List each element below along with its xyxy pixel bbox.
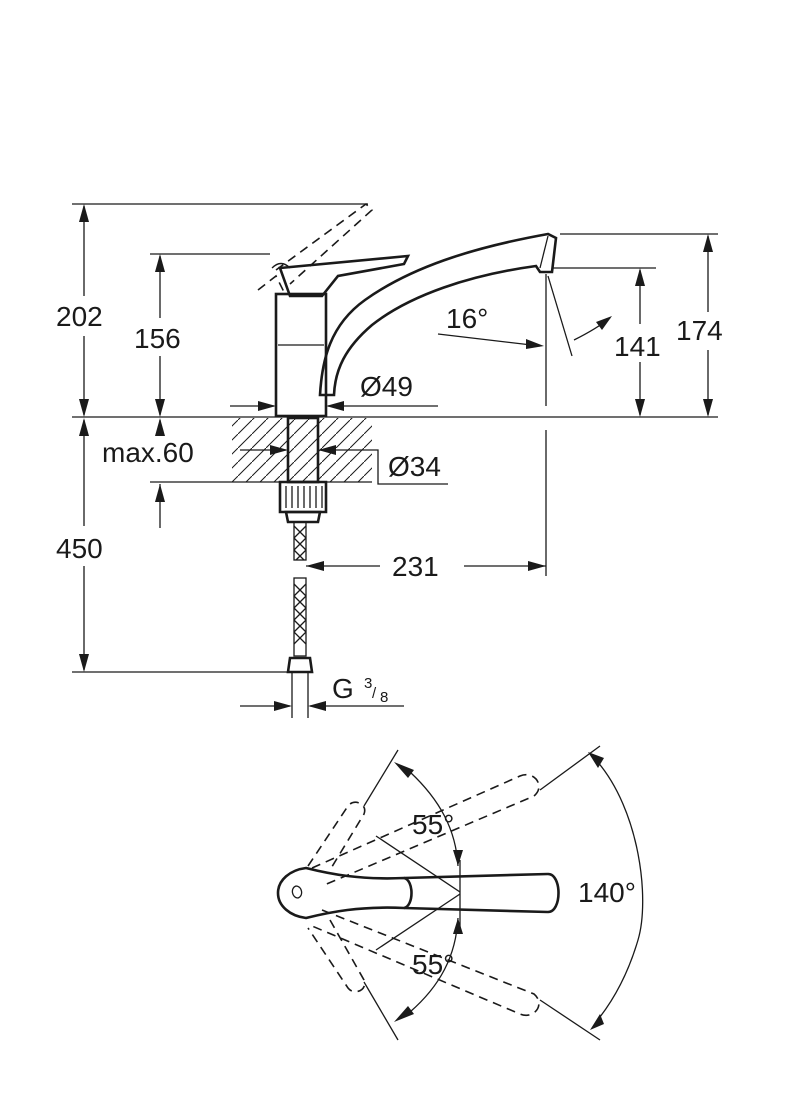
label-base-diameter: Ø49 bbox=[360, 371, 413, 402]
dim-connection bbox=[240, 701, 404, 711]
faucet-body bbox=[274, 292, 328, 524]
angle-dimensions bbox=[363, 745, 644, 1041]
dim-hose-length bbox=[72, 418, 292, 673]
label-lever-angle-upper: 55° bbox=[412, 809, 454, 840]
dim-spout-height bbox=[560, 233, 718, 417]
label-outlet-height: 141 bbox=[614, 331, 661, 362]
supply-hoses bbox=[286, 521, 314, 718]
label-spout-height: 174 bbox=[676, 315, 723, 346]
lever-handle bbox=[271, 254, 411, 298]
lever-open-position bbox=[257, 202, 374, 293]
dim-spout-reach bbox=[306, 430, 547, 576]
dim-shank-diameter bbox=[240, 445, 448, 485]
top-view: 55° 55° 140° bbox=[276, 745, 644, 1041]
dim-deck-thickness bbox=[155, 418, 165, 528]
dim-total-height bbox=[72, 203, 368, 417]
label-connection-num: 3 bbox=[364, 675, 372, 692]
label-spout-angle: 16° bbox=[446, 303, 488, 334]
label-connection-slash: / bbox=[372, 685, 377, 702]
label-lever-angle-lower: 55° bbox=[412, 949, 454, 980]
label-deck-thickness: max.60 bbox=[102, 437, 194, 468]
label-connection-den: 8 bbox=[380, 689, 388, 706]
lever-swing-lower bbox=[307, 909, 540, 1017]
lever-top bbox=[276, 866, 560, 920]
label-hose-length: 450 bbox=[56, 533, 103, 564]
label-shank-diameter: Ø34 bbox=[388, 451, 441, 482]
label-spout-reach: 231 bbox=[392, 551, 439, 582]
dim-base-diameter bbox=[230, 401, 438, 411]
label-total-height: 202 bbox=[56, 301, 103, 332]
label-connection-prefix: G bbox=[332, 673, 354, 704]
label-swivel-angle: 140° bbox=[578, 877, 636, 908]
label-lever-height: 156 bbox=[134, 323, 181, 354]
side-view: 202 156 174 141 16° Ø49 max.60 Ø34 450 2… bbox=[56, 202, 723, 718]
lever-swing-upper bbox=[307, 773, 540, 887]
dim-outlet-height bbox=[545, 267, 656, 417]
dim-lever-height bbox=[150, 253, 270, 417]
dim-spout-angle bbox=[437, 275, 612, 357]
spout bbox=[318, 232, 558, 397]
